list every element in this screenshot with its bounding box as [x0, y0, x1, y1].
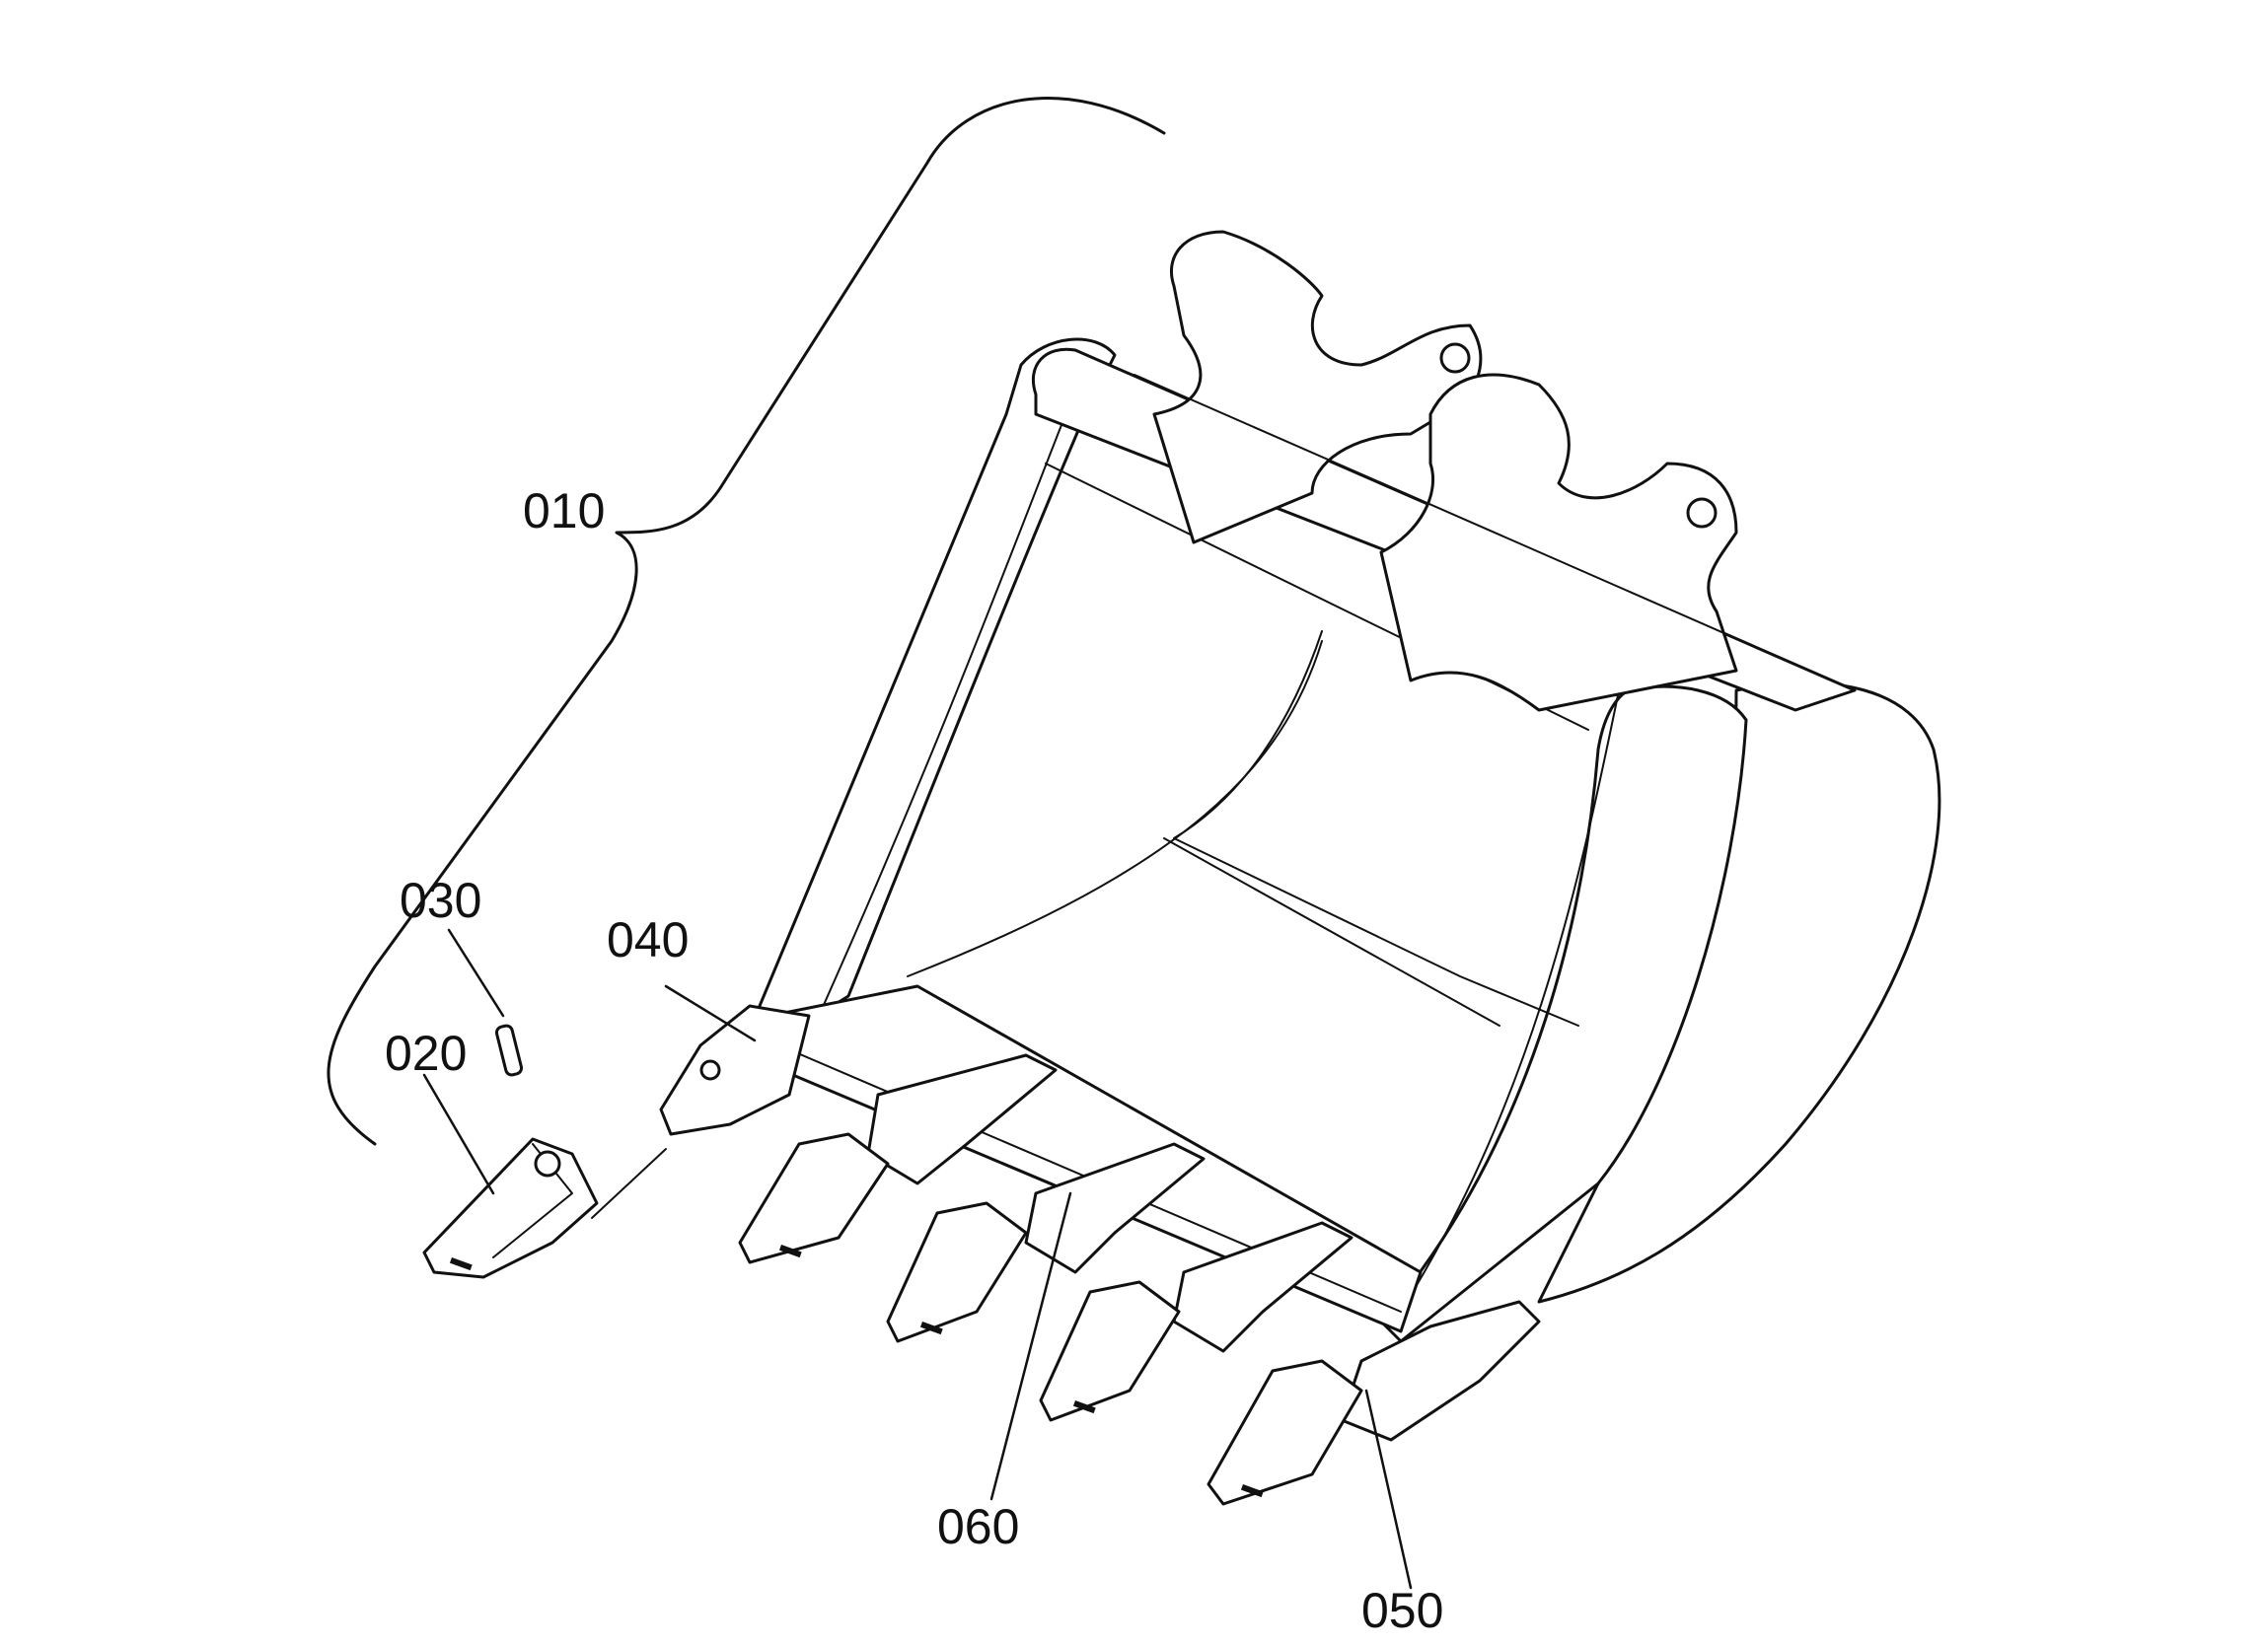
- floor-line: [1163, 837, 1500, 1027]
- tooth-c: [1039, 1280, 1181, 1422]
- tooth-mark-c: [1072, 1400, 1096, 1414]
- left-arm-edge: [818, 364, 1086, 1017]
- label-060: 060: [937, 1499, 1019, 1554]
- tooth-b: [886, 1201, 1028, 1343]
- pin-030: [494, 1024, 524, 1077]
- tooth-a: [738, 1132, 890, 1264]
- adapter-040-pinhole: [699, 1059, 721, 1081]
- leader-020: [422, 1073, 495, 1195]
- tooth-d: [1207, 1359, 1363, 1506]
- mounting-lug-left: [1152, 230, 1483, 544]
- tooth-mark-a: [778, 1245, 802, 1258]
- right-arm-edge: [1390, 694, 1619, 1327]
- inner-curve: [907, 640, 1323, 977]
- leader-040: [664, 984, 757, 1042]
- bucket: [758, 230, 1941, 1343]
- exploded-parts: [422, 1024, 667, 1279]
- explode-line: [591, 1148, 667, 1219]
- cutting-edge: [659, 984, 1541, 1506]
- tooth-020-pin-hole: [534, 1150, 561, 1178]
- lug-hole-2: [1686, 497, 1718, 529]
- assembly-brace: [327, 97, 1166, 1146]
- label-040: 040: [607, 912, 689, 967]
- label-010: 010: [523, 483, 605, 538]
- tooth-020: [422, 1137, 599, 1279]
- lug-hole-1: [1439, 342, 1471, 374]
- adapter-050: [1340, 1300, 1541, 1442]
- left-arm: [758, 337, 1117, 1047]
- lug-base: [1134, 374, 1856, 691]
- leader-030: [447, 928, 505, 1018]
- leader-060: [989, 1191, 1072, 1501]
- label-020: 020: [385, 1026, 467, 1081]
- label-030: 030: [400, 873, 481, 928]
- mounting-lug-right: [1379, 373, 1738, 712]
- tooth-row: [738, 1132, 1363, 1506]
- adapter-040: [659, 1004, 811, 1136]
- leader-050: [1364, 1389, 1413, 1590]
- tooth-020-mark: [449, 1257, 473, 1271]
- label-050: 050: [1361, 1583, 1443, 1638]
- tooth-mark-d: [1240, 1484, 1264, 1498]
- tooth-mark-b: [919, 1322, 943, 1335]
- adapter-3: [1024, 1142, 1206, 1274]
